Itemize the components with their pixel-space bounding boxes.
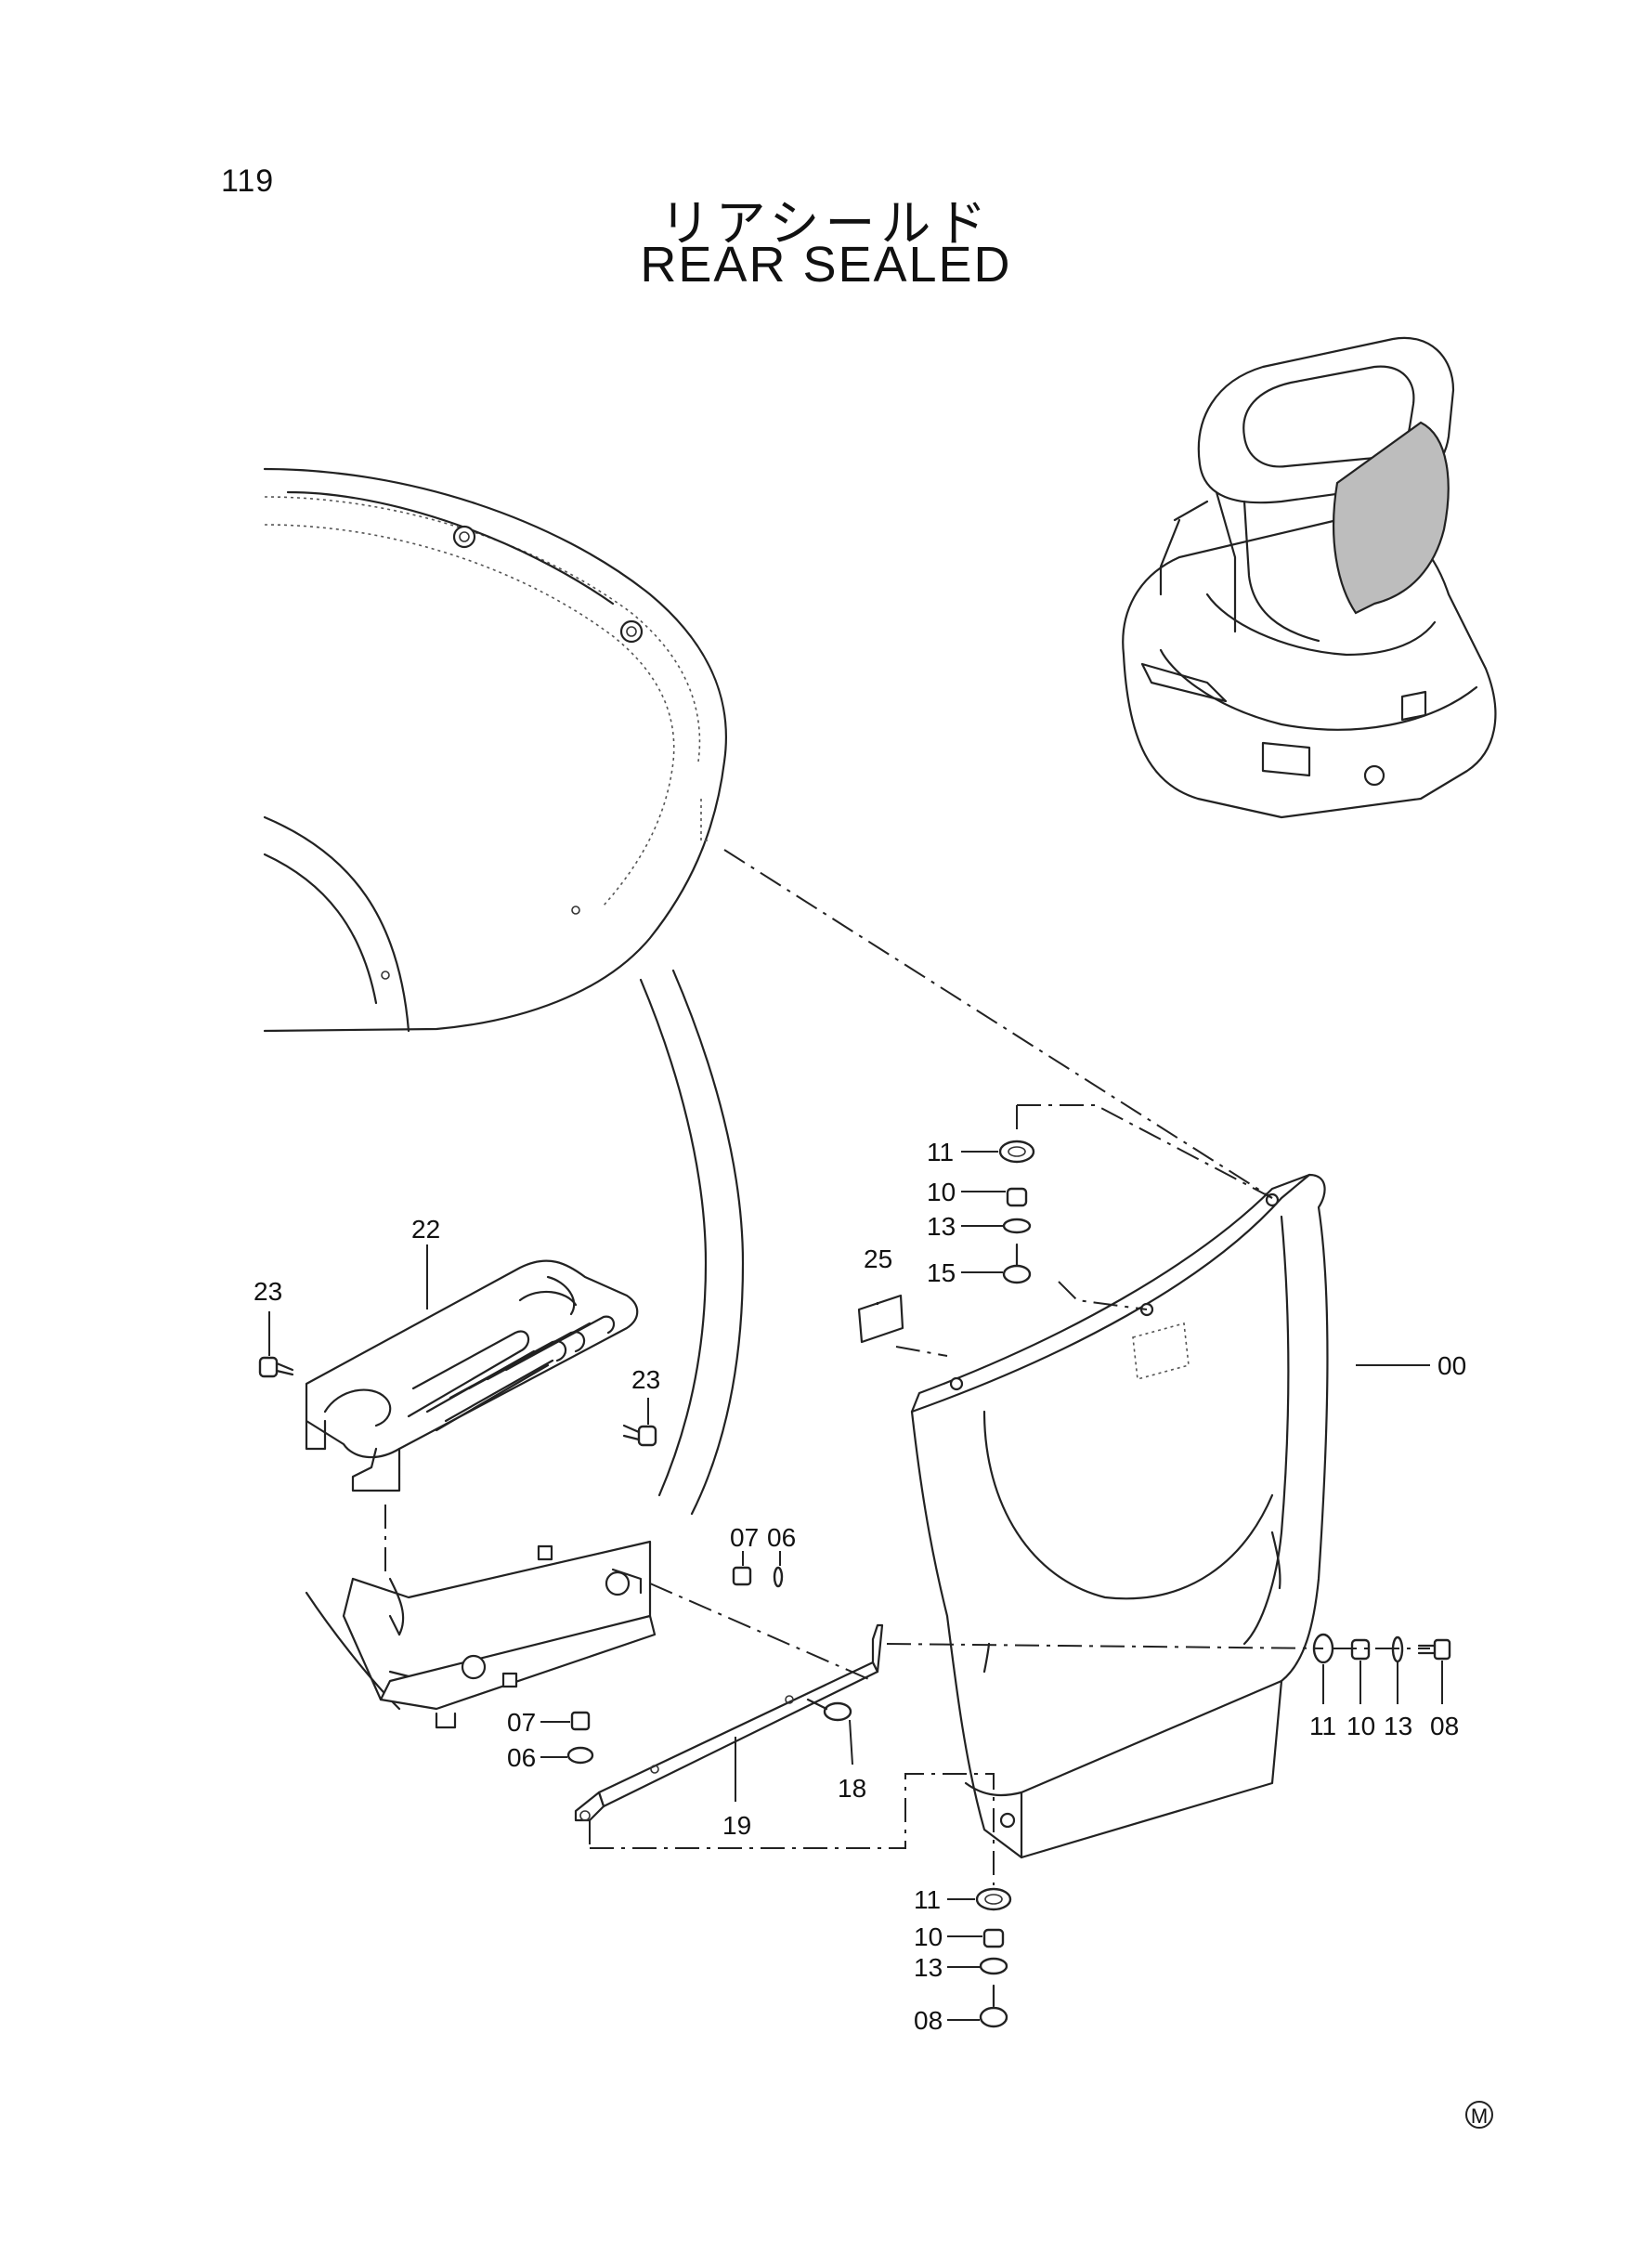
- part-labels: 00 11 10 13 15 25 22 23 23 07 06 07 06 1…: [254, 1138, 1466, 2035]
- part-06-washer-lower: [566, 1746, 594, 1765]
- label-22: 22: [411, 1215, 440, 1244]
- upper-cover: [263, 467, 745, 1516]
- label-15: 15: [927, 1258, 956, 1287]
- label-11-bottom: 11: [914, 1885, 941, 1914]
- part-23-bolt-left: [258, 1356, 294, 1378]
- label-11-top: 11: [927, 1138, 954, 1166]
- part-06-washer-upper: [773, 1566, 784, 1588]
- label-23-left: 23: [254, 1277, 282, 1306]
- part-13-washer-bottom: [979, 1957, 1008, 1975]
- label-06-lower: 06: [507, 1743, 536, 1772]
- part-10-collar-top: [1006, 1187, 1028, 1207]
- part-11-grommet-top: [998, 1140, 1035, 1164]
- mark-letter: M: [1471, 2104, 1488, 2128]
- leader-lines: [268, 1151, 1443, 2021]
- label-07-lower: 07: [507, 1708, 536, 1737]
- part-10-collar-bottom: [982, 1928, 1005, 1948]
- label-10-top: 10: [927, 1178, 956, 1206]
- lower-frame: [305, 1540, 657, 1729]
- part-08-bolt-bottom: [979, 1984, 1008, 2028]
- assembly-lines: [384, 849, 1430, 1885]
- part-23-bolt-right: [622, 1424, 657, 1447]
- label-11-side: 11: [1309, 1712, 1336, 1740]
- title-english: REAR SEALED: [640, 237, 1012, 293]
- label-08-side: 08: [1430, 1712, 1459, 1740]
- label-00: 00: [1437, 1351, 1466, 1380]
- label-13-side: 13: [1384, 1712, 1412, 1740]
- part-11-grommet-bottom: [975, 1887, 1012, 1911]
- title-japanese: リアシールド: [659, 194, 993, 253]
- part-18-bolt: [806, 1698, 852, 1722]
- label-18: 18: [838, 1774, 866, 1803]
- label-10-bottom: 10: [914, 1922, 943, 1951]
- part-08-bolt-side: [1417, 1638, 1451, 1661]
- part-19-bracket: [574, 1623, 884, 1822]
- machine-overview: [1122, 336, 1497, 819]
- label-07-upper: 07: [730, 1523, 759, 1552]
- part-00-rear-shield: [910, 1173, 1329, 1859]
- label-25: 25: [864, 1244, 892, 1273]
- label-06-upper: 06: [767, 1523, 796, 1552]
- part-15-bolt: [1002, 1243, 1032, 1284]
- label-10-side: 10: [1346, 1712, 1375, 1740]
- part-25-label: [857, 1294, 904, 1344]
- part-13-washer-top: [1002, 1218, 1032, 1234]
- label-13-bottom: 13: [914, 1953, 943, 1982]
- part-07-nut-upper: [732, 1566, 752, 1586]
- label-08-bottom: 08: [914, 2006, 943, 2035]
- part-22-cover-plate: [305, 1259, 639, 1492]
- label-19: 19: [722, 1811, 751, 1840]
- label-13-top: 13: [927, 1212, 956, 1241]
- page-number: 119: [221, 163, 275, 199]
- circled-m-mark: M: [1465, 2101, 1493, 2129]
- part-07-nut-lower: [570, 1711, 591, 1731]
- label-23-right: 23: [631, 1365, 660, 1394]
